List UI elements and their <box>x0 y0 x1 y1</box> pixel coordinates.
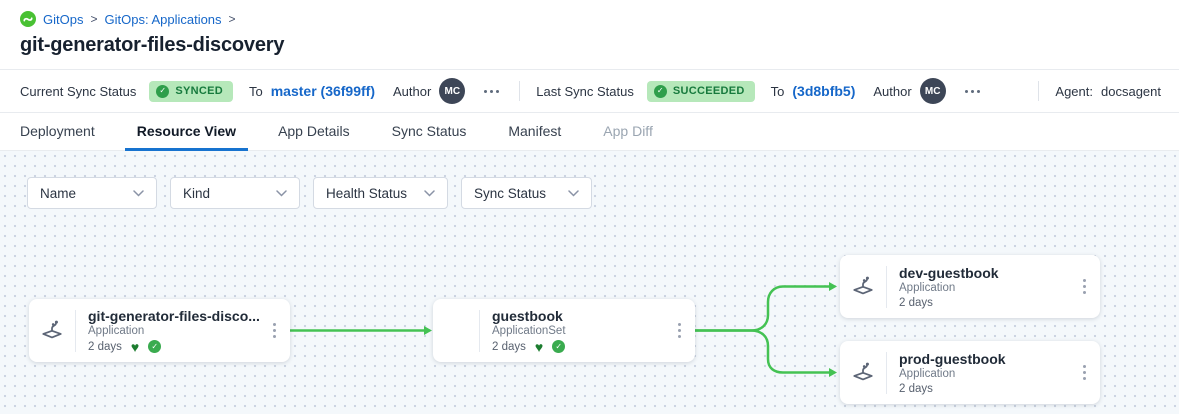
last-sync-status-badge: ✓ SUCCEEDED <box>646 80 755 102</box>
to-label: To <box>248 83 263 99</box>
author-avatar: MC <box>439 78 466 104</box>
to-label: To <box>770 83 785 99</box>
argo-application-icon <box>29 317 75 345</box>
node-menu-icon[interactable] <box>1077 359 1092 386</box>
agent-info: Agent: docsagent <box>1022 81 1161 101</box>
node-title: prod-guestbook <box>899 350 1006 367</box>
edge-guestbook-to-dev <box>693 282 837 332</box>
chevron-down-icon <box>424 189 435 197</box>
more-actions-icon[interactable] <box>961 86 984 97</box>
chevron-down-icon <box>568 189 579 197</box>
breadcrumb: GitOps > GitOps: Applications > <box>20 11 1159 27</box>
graph-node-prod-guestbook[interactable]: prod-guestbook Application 2 days <box>840 341 1100 404</box>
resource-graph-canvas: Name Kind Health Status Sync Status <box>0 151 1179 414</box>
node-kind: Application <box>899 367 956 380</box>
breadcrumb-link-applications[interactable]: GitOps: Applications <box>104 11 222 27</box>
chevron-down-icon <box>276 189 287 197</box>
author-avatar: MC <box>919 78 946 104</box>
node-title: guestbook <box>492 307 563 324</box>
breadcrumb-separator: > <box>90 12 98 26</box>
tab-deployment[interactable]: Deployment <box>20 122 95 139</box>
tab-manifest[interactable]: Manifest <box>508 122 562 139</box>
argo-application-icon <box>840 359 886 387</box>
graph-node-git-generator-files-discovery[interactable]: git-generator-files-disco... Application… <box>29 299 290 362</box>
page-header: GitOps > GitOps: Applications > git-gene… <box>0 0 1179 69</box>
tab-app-details[interactable]: App Details <box>278 122 350 139</box>
node-age-row: 2 days <box>899 296 933 309</box>
node-age-row: 2 days ♥ ✓ <box>88 340 263 354</box>
tab-sync-status[interactable]: Sync Status <box>391 122 467 139</box>
check-circle-icon: ✓ <box>156 84 170 98</box>
statusbar-divider <box>1038 81 1040 101</box>
resource-graph-edges <box>290 282 837 377</box>
agent-value: docsagent <box>1101 83 1161 99</box>
current-sync-status-badge: ✓ SYNCED <box>149 80 233 102</box>
agent-label: Agent: <box>1055 83 1093 99</box>
tab-resource-view[interactable]: Resource View <box>124 113 249 151</box>
app-tabs: Deployment Resource View App Details Syn… <box>0 113 1179 151</box>
node-title: dev-guestbook <box>899 264 999 281</box>
node-divider <box>886 351 887 394</box>
node-age-row: 2 days <box>899 382 933 395</box>
health-heart-icon: ♥ <box>130 338 140 355</box>
node-divider <box>479 309 480 352</box>
breadcrumb-link-gitops[interactable]: GitOps <box>43 11 84 27</box>
node-kind: Application <box>88 324 145 337</box>
synced-check-icon: ✓ <box>552 340 566 353</box>
current-sync-status-label: Current Sync Status <box>20 83 137 99</box>
argo-application-icon <box>840 273 886 301</box>
current-revision-link[interactable]: master (36f99ff) <box>270 83 375 99</box>
breadcrumb-separator: > <box>228 12 236 26</box>
node-title: git-generator-files-disco... <box>88 307 260 324</box>
node-divider <box>886 265 887 308</box>
statusbar-divider <box>519 81 521 101</box>
node-menu-icon[interactable] <box>672 317 687 344</box>
node-age-row: 2 days ♥ ✓ <box>492 340 668 354</box>
filter-name-dropdown[interactable]: Name <box>27 177 157 209</box>
graph-node-dev-guestbook[interactable]: dev-guestbook Application 2 days <box>840 255 1100 318</box>
filter-health-status-dropdown[interactable]: Health Status <box>313 177 448 209</box>
author-label: Author <box>392 83 432 99</box>
synced-check-icon: ✓ <box>148 340 162 353</box>
last-revision-link[interactable]: (3d8bfb5) <box>792 83 856 99</box>
sync-status-bar: Current Sync Status ✓ SYNCED To master (… <box>0 69 1179 113</box>
gitops-logo-icon <box>20 11 36 27</box>
check-circle-icon: ✓ <box>653 84 667 98</box>
node-menu-icon[interactable] <box>1077 273 1092 300</box>
graph-node-guestbook[interactable]: guestbook ApplicationSet 2 days ♥ ✓ <box>433 299 695 362</box>
tab-app-diff: App Diff <box>603 122 653 139</box>
filter-kind-dropdown[interactable]: Kind <box>170 177 300 209</box>
filter-bar: Name Kind Health Status Sync Status <box>27 177 592 209</box>
node-divider <box>75 309 76 352</box>
last-sync-status-label: Last Sync Status <box>536 83 634 99</box>
health-heart-icon: ♥ <box>534 338 544 355</box>
node-kind: ApplicationSet <box>492 324 566 337</box>
more-actions-icon[interactable] <box>480 86 503 97</box>
page-title: git-generator-files-discovery <box>20 34 285 56</box>
node-menu-icon[interactable] <box>267 317 282 344</box>
edge-guestbook-to-prod <box>693 329 837 377</box>
chevron-down-icon <box>133 189 144 197</box>
filter-sync-status-dropdown[interactable]: Sync Status <box>461 177 592 209</box>
author-label: Author <box>873 83 912 99</box>
node-kind: Application <box>899 281 956 294</box>
